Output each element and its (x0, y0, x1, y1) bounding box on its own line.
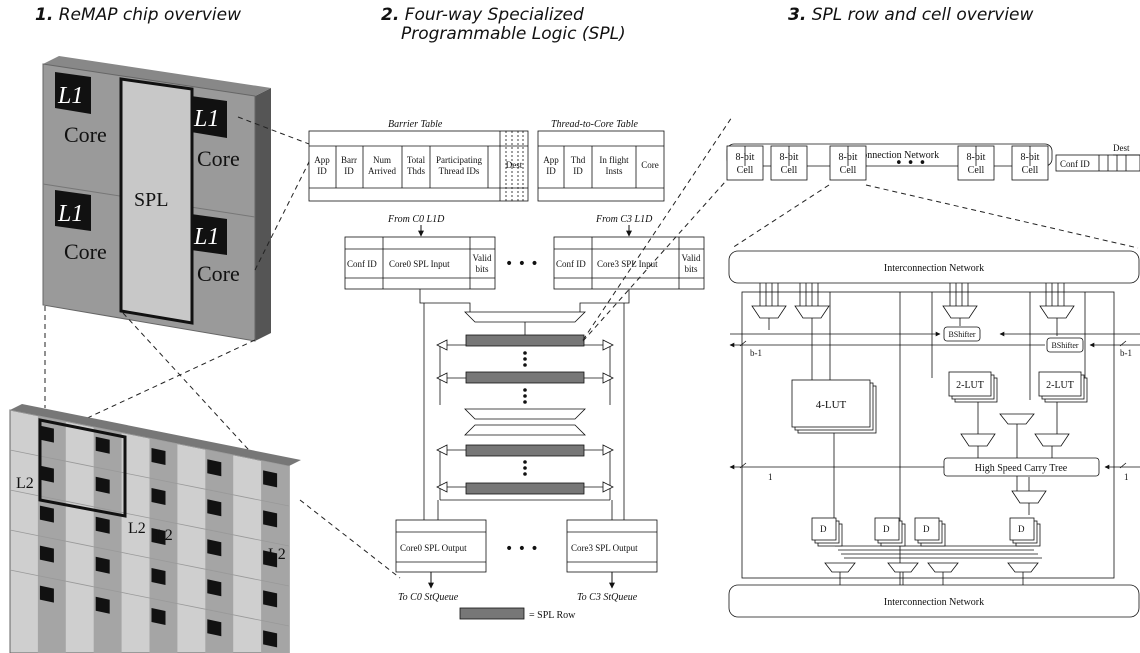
conf-id-label: Conf ID (556, 259, 586, 269)
carry-tree-label: High Speed Carry Tree (975, 463, 1068, 474)
core-label: Core (197, 146, 240, 171)
svg-text:ID: ID (573, 166, 583, 176)
core-label: Core (64, 122, 107, 147)
svg-text:Thread IDs: Thread IDs (439, 166, 480, 176)
core0-output-label: Core0 SPL Output (400, 543, 467, 553)
svg-text:bits: bits (475, 264, 489, 274)
interconnect-detail-top-label: Interconnection Network (884, 263, 984, 274)
lut4-label: 4-LUT (816, 399, 847, 411)
one-label: 1 (768, 472, 773, 482)
cell-label: Cell (781, 165, 798, 176)
svg-text:App: App (543, 155, 559, 165)
from-c0-label: From C0 L1D (387, 214, 445, 225)
l2-label: L2 (16, 475, 34, 492)
col-total-thds: Total (407, 155, 426, 165)
dest-label: Dest (1113, 143, 1130, 153)
cell-label: Cell (968, 165, 985, 176)
b-minus-1-label: b-1 (1120, 348, 1132, 358)
svg-text:Thd: Thd (571, 155, 586, 165)
to-c0-label: To C0 StQueue (398, 592, 459, 603)
l2-label: L2 (268, 546, 286, 563)
flip-flops: DDDD (812, 518, 1040, 546)
cell-label: Cell (1022, 165, 1039, 176)
flip-flop-label: D (883, 524, 890, 534)
cell-label: Cell (737, 165, 754, 176)
barrier-table-title: Barrier Table (388, 119, 443, 130)
svg-text:Insts: Insts (605, 166, 623, 176)
spl-label: SPL (134, 189, 168, 211)
col-app-id: App (314, 155, 330, 165)
core-label: Core (197, 261, 240, 286)
conf-id-label: Conf ID (347, 259, 377, 269)
l1-label: L1 (57, 201, 83, 227)
svg-text:Arrived: Arrived (368, 166, 396, 176)
core3-output-label: Core3 SPL Output (571, 543, 638, 553)
from-c3-label: From C3 L1D (595, 214, 653, 225)
output-ellipsis: • • • (505, 541, 539, 557)
legend-swatch (460, 608, 524, 619)
b-minus-1-label: b-1 (750, 348, 762, 358)
flip-flop-label: D (1018, 524, 1025, 534)
col-barr-id: Barr (341, 155, 357, 165)
conf-id-field-label: Conf ID (1060, 159, 1090, 169)
svg-text:Core: Core (641, 160, 659, 170)
l2-label: L2 (128, 520, 146, 537)
svg-text:Thds: Thds (407, 166, 425, 176)
bshifter-label: BShifter (948, 330, 975, 339)
input-ellipsis: • • • (505, 256, 539, 272)
core-column (94, 427, 122, 653)
valid-bits-label: Valid (473, 253, 492, 263)
core-column (38, 416, 66, 653)
svg-text:In flight: In flight (599, 155, 629, 165)
lut2-label: 2-LUT (1046, 380, 1074, 391)
l2-label: L2 (155, 527, 173, 544)
cell-ellipsis: • • • (895, 156, 926, 171)
svg-text:ID: ID (317, 166, 327, 176)
svg-text:bits: bits (684, 264, 698, 274)
core3-input-label: Core3 SPL Input (597, 259, 658, 269)
svg-text:ID: ID (546, 166, 556, 176)
to-c3-label: To C3 StQueue (577, 592, 638, 603)
thread-table-title: Thread-to-Core Table (551, 119, 639, 130)
col-participating: Participating (436, 155, 482, 165)
flip-flop-label: D (820, 524, 827, 534)
l1-label: L1 (193, 224, 219, 250)
legend-label: = SPL Row (529, 610, 576, 621)
svg-text:ID: ID (344, 166, 354, 176)
col-dest: Dest (506, 160, 523, 170)
l1-label: L1 (193, 106, 219, 132)
svg-text:Valid: Valid (682, 253, 701, 263)
cell-label: Cell (840, 165, 857, 176)
col-num-arrived: Num (373, 155, 391, 165)
one-label: 1 (1124, 472, 1129, 482)
lut2-label: 2-LUT (956, 380, 984, 391)
l1-label: L1 (57, 83, 83, 109)
core0-input-label: Core0 SPL Input (389, 259, 450, 269)
core-label: Core (64, 239, 107, 264)
bshifter-label: BShifter (1051, 341, 1078, 350)
flip-flop-label: D (923, 524, 930, 534)
interconnect-detail-bottom-label: Interconnection Network (884, 597, 984, 608)
